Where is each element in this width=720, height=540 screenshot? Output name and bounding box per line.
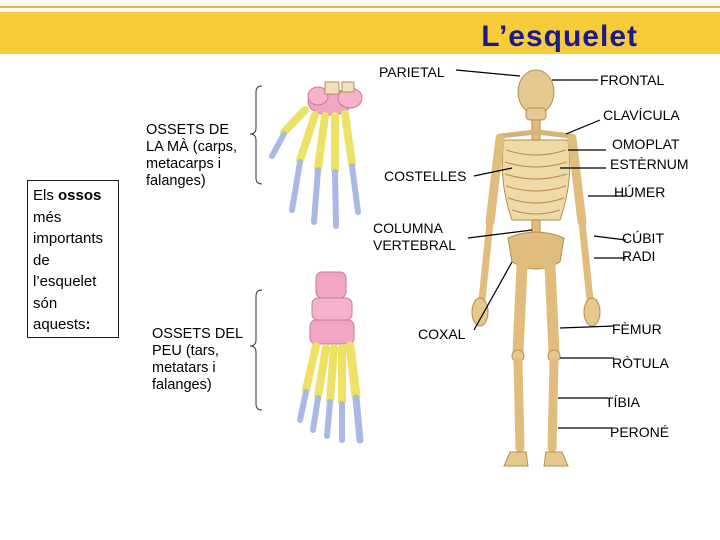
label-frontal: FRONTAL — [600, 72, 665, 88]
intro-after: més importants de l’esquelet són aquests — [33, 208, 104, 334]
label-parietal: PARIETAL — [379, 64, 445, 80]
intro-text-box: Els ossos més importants de l’esquelet s… — [27, 180, 119, 338]
page-title: L’esquelet — [481, 20, 638, 53]
label-pointer-lines — [455, 69, 627, 429]
label-perone: PERONÉ — [610, 424, 670, 440]
label-humer: HÚMER — [614, 184, 666, 200]
human-skeleton-image — [471, 69, 601, 467]
intro-colon: : — [85, 316, 91, 333]
hand-bones-label: OSSETS DE LA MÀ (carps, metacarps i fala… — [146, 122, 238, 189]
intro-bold: ossos — [58, 187, 102, 204]
label-femur: FÈMUR — [612, 321, 662, 337]
title-band — [0, 12, 720, 54]
title-line — [0, 6, 720, 8]
foot-bones-label: OSSETS DEL PEU (tars, metatars i falange… — [152, 326, 244, 393]
intro-before: Els — [33, 187, 59, 204]
label-tibia: TÍBIA — [605, 394, 641, 410]
label-costelles: COSTELLES — [384, 168, 467, 184]
label-clavicula: CLAVÍCULA — [603, 107, 680, 123]
title-bar: L’esquelet — [0, 0, 720, 60]
label-columna-vertebral: COLUMNA VERTEBRAL — [373, 220, 456, 253]
label-esternum: ESTÈRNUM — [610, 156, 689, 172]
foot-bones-image — [249, 271, 364, 444]
label-cubit: CÚBIT — [622, 230, 664, 246]
label-omoplat: OMOPLAT — [612, 136, 680, 152]
label-rotula: RÒTULA — [612, 355, 669, 371]
hand-bones-image — [249, 81, 363, 229]
label-coxal: COXAL — [418, 326, 466, 342]
label-radi: RADI — [622, 248, 656, 264]
